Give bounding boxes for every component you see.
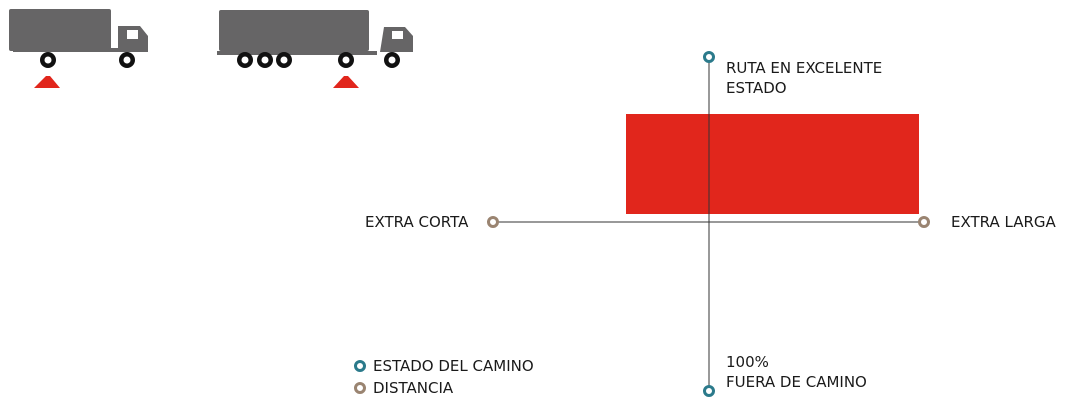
top-axis-label-line1: RUTA EN EXCELENTE	[726, 59, 883, 77]
bottom-axis-marker-icon	[703, 385, 715, 397]
left-axis-label: EXTRA CORTA	[365, 213, 469, 231]
top-axis-label: RUTA EN EXCELENTE ESTADO	[726, 58, 882, 98]
right-axis-marker-icon	[918, 216, 930, 228]
left-axis-marker-icon	[487, 216, 499, 228]
axle-marker-icon	[333, 76, 359, 88]
bottom-axis-label-line1: 100%	[726, 353, 769, 371]
top-axis-label-line2: ESTADO	[726, 79, 787, 97]
right-axis-label: EXTRA LARGA	[951, 213, 1056, 231]
legend-road-state-icon	[354, 360, 366, 372]
rigid-truck-icon	[9, 9, 148, 88]
legend-distance-icon	[354, 382, 366, 394]
highlight-region	[626, 114, 919, 214]
legend-road-state-label: ESTADO DEL CAMINO	[373, 357, 534, 375]
tractor-trailer-icon	[217, 10, 413, 88]
top-axis-marker-icon	[703, 51, 715, 63]
bottom-axis-label-line2: FUERA DE CAMINO	[726, 373, 867, 391]
axle-marker-icon	[34, 76, 60, 88]
bottom-axis-label: 100% FUERA DE CAMINO	[726, 352, 867, 392]
legend-distance-label: DISTANCIA	[373, 379, 454, 397]
